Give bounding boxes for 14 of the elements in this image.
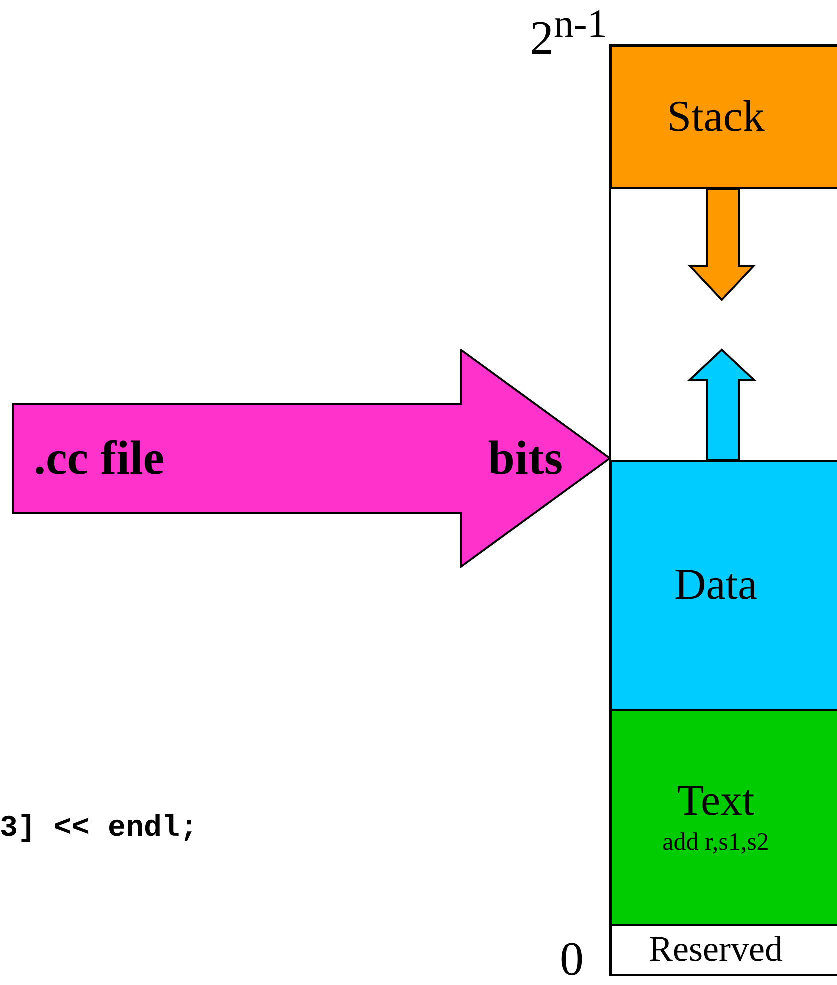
- code-text: 3] << endl;: [0, 814, 198, 844]
- instruction-text: add r,s1,s2: [662, 830, 770, 857]
- text-segment: [610, 709, 837, 926]
- block-arrow: [12, 349, 611, 568]
- segment-label: Reserved: [649, 931, 783, 969]
- address-label: 2$^{n-1}$: [530, 4, 608, 63]
- segment-label: Text: [677, 778, 755, 824]
- segment-label: Data: [674, 562, 758, 609]
- data-segment: [610, 460, 837, 711]
- address-label: 0: [560, 936, 584, 984]
- segment-label: Stack: [667, 94, 765, 140]
- arrow-label: .cc file: [34, 434, 165, 484]
- stack-segment: [610, 45, 837, 189]
- arrow-label: bits: [488, 434, 563, 484]
